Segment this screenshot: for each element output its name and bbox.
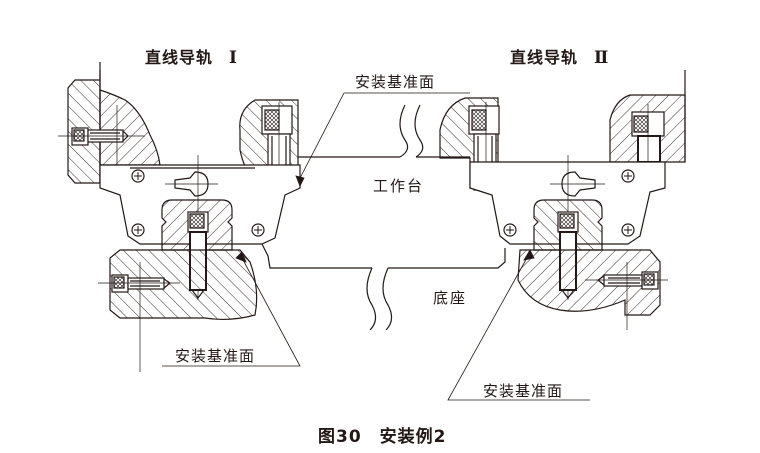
table-block-left (99, 89, 161, 166)
rail-title-2-numeral: Ⅱ (594, 48, 610, 68)
base-block-right (517, 249, 661, 316)
callout-reference-surface-bottom-right: 安装基准面 (483, 382, 564, 400)
callout-reference-surface-top: 安装基准面 (355, 73, 436, 91)
rail-assembly-2 (439, 70, 686, 330)
figure-caption: 图30 安装例2 (318, 427, 447, 447)
base-label: 底座 (433, 289, 468, 307)
callout-reference-surface-bottom-left: 安装基准面 (175, 347, 256, 365)
callout-leaders (162, 92, 590, 401)
clamp-plate-left (67, 70, 101, 184)
base-block-left (109, 249, 258, 321)
rail-title-2: 直线导轨 Ⅱ (510, 44, 609, 68)
rail-title-1-label: 直线导轨 (145, 48, 214, 67)
worktable-label: 工作台 (373, 177, 425, 195)
rail-assembly-1 (58, 62, 301, 372)
rail-title-2-label: 直线导轨 (510, 48, 579, 67)
base (261, 243, 506, 269)
rail-title-1: 直线导轨 Ⅰ (145, 44, 238, 68)
rail-title-1-numeral: Ⅰ (229, 48, 238, 68)
